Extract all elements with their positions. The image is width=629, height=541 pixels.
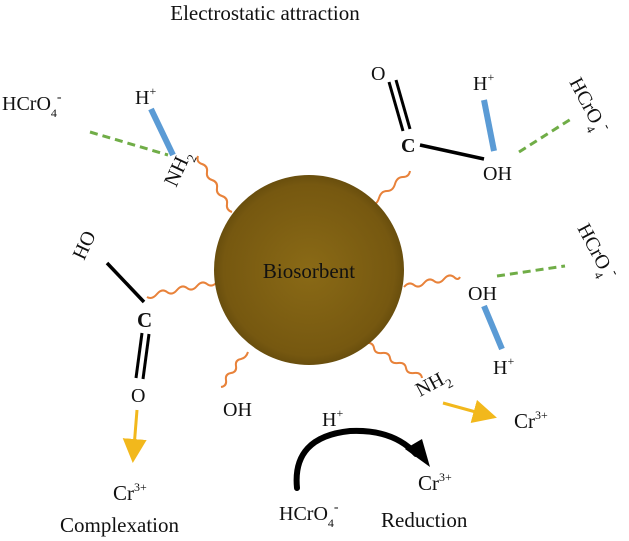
title-text: Electrostatic attraction: [170, 1, 360, 25]
hydrogen-bond-right: [481, 304, 505, 351]
ho-c-bond-left: [105, 261, 146, 304]
biosorbent-sphere: [214, 175, 404, 365]
hydrogen-bond-top-right: [481, 99, 497, 152]
double-bond-b-top-right: [394, 79, 412, 130]
hcro4-right: HCrO4-: [568, 219, 623, 286]
double-bond-a-left: [134, 332, 144, 379]
reduction-curved-arrow: [293, 427, 419, 491]
linker-left: [146, 281, 218, 299]
electrostatic-top-left: [89, 130, 169, 157]
cr3-reduction: Cr3+: [418, 470, 452, 495]
c-oh-bond-top-right: [419, 143, 485, 161]
linker-bottom-right: [365, 341, 423, 379]
linker-right: [403, 274, 461, 288]
cr3-right: Cr3+: [514, 408, 548, 433]
h-plus-reduction: H+: [322, 406, 343, 431]
hydrogen-bond-top-left: [148, 107, 176, 157]
electrostatic-top-right: [518, 117, 572, 154]
reduction-label: Reduction: [381, 508, 468, 532]
o-top-right: O: [371, 63, 385, 85]
complexation-label: Complexation: [60, 513, 179, 537]
nh2-reduction-arrow: [442, 399, 497, 424]
h-plus-top-right: H+: [473, 70, 494, 95]
c-top-right: C: [401, 135, 415, 157]
ho-left: HO: [69, 228, 101, 263]
hcro4-top-right: HCrO4-: [560, 73, 615, 140]
linker-top-left: [196, 155, 233, 213]
reduction-arrowhead: [405, 439, 430, 467]
oh-right: OH: [468, 283, 497, 305]
c-left: C: [137, 308, 152, 332]
cr3-left: Cr3+: [113, 480, 147, 505]
linker-bottom-left: [220, 351, 249, 388]
oh-top-right: OH: [483, 163, 512, 185]
complexation-arrow: [122, 409, 147, 463]
oh-bottom: OH: [223, 399, 252, 421]
nh2-top-left: NH2: [159, 147, 200, 192]
h-plus-top-left: H+: [135, 84, 156, 109]
o-left: O: [131, 385, 145, 407]
biosorbent-label: Biosorbent: [263, 259, 355, 283]
double-bond-a-top-right: [387, 81, 405, 132]
electrostatic-right: [496, 264, 566, 278]
hcro4-reduction: HCrO4-: [279, 500, 339, 530]
nh2-bottom: NH2: [412, 365, 455, 405]
h-plus-right: H+: [493, 354, 514, 379]
double-bond-b-left: [141, 333, 151, 380]
hcro4-top-left: HCrO4-: [2, 90, 62, 120]
